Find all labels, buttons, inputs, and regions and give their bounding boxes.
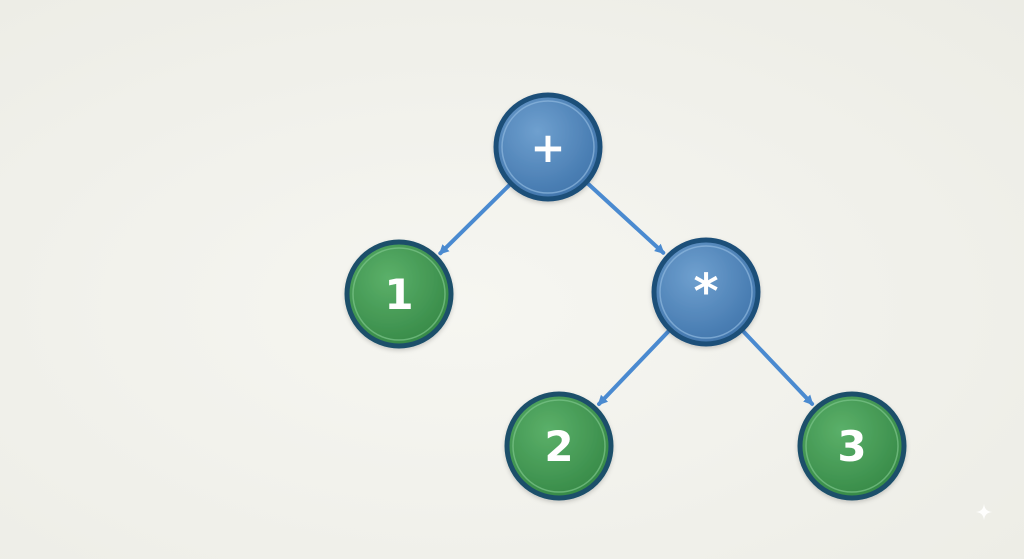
node-label-three: 3 bbox=[837, 422, 866, 471]
node-circle-three bbox=[797, 391, 907, 501]
nodes-layer: +1 * 2 3 bbox=[344, 92, 907, 501]
node-ring-two bbox=[512, 399, 606, 493]
node-label-two: 2 bbox=[544, 422, 573, 471]
node-ring-plus bbox=[501, 100, 595, 194]
node-three: 3 bbox=[797, 391, 907, 501]
node-ring-one bbox=[352, 247, 446, 341]
node-label-plus: + bbox=[530, 123, 565, 172]
node-ring-three bbox=[805, 399, 899, 493]
node-label-one: 1 bbox=[384, 270, 413, 319]
node-one: 1 bbox=[344, 239, 454, 349]
node-circle-two bbox=[504, 391, 614, 501]
edges-layer bbox=[438, 181, 815, 407]
edge-times-three bbox=[741, 329, 815, 406]
node-circle-one bbox=[344, 239, 454, 349]
edge-plus-times bbox=[585, 181, 666, 255]
edge-plus-one bbox=[438, 182, 512, 256]
edge-times-two bbox=[597, 329, 671, 407]
node-two: 2 bbox=[504, 391, 614, 501]
node-label-times: * bbox=[693, 264, 718, 320]
node-ring-times bbox=[659, 245, 753, 339]
node-plus: + bbox=[493, 92, 603, 202]
node-circle-times bbox=[651, 237, 761, 347]
sparkle-icon bbox=[975, 503, 993, 521]
node-circle-plus bbox=[493, 92, 603, 202]
node-times: * bbox=[651, 237, 761, 347]
